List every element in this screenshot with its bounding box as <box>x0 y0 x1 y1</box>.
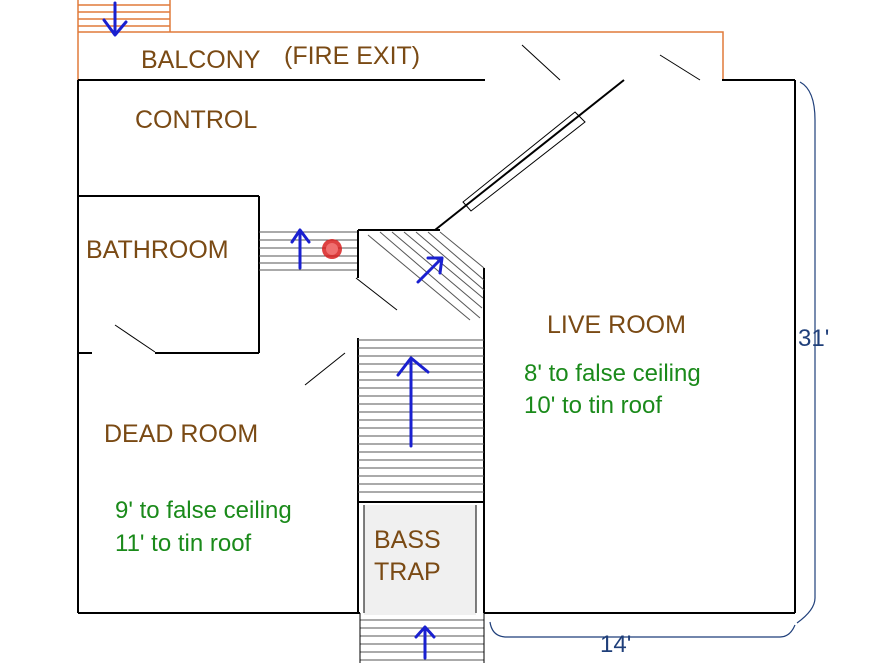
dead-room-note-line2: 11' to tin roof <box>115 530 252 557</box>
arrow-down-icon <box>102 1 128 37</box>
arrow-up-icon <box>414 625 436 660</box>
main-stairs <box>358 339 484 503</box>
balcony-stairs <box>78 0 171 32</box>
balcony-label: BALCONY <box>141 46 261 74</box>
bass-trap-label-line2: TRAP <box>374 558 441 586</box>
live-room-note-line2: 10' to tin roof <box>524 392 662 419</box>
bathroom-walls <box>78 195 260 354</box>
arrow-diagonal-icon <box>416 256 444 284</box>
entrance-stairs <box>359 613 485 663</box>
bass-trap-label-line1: BASS <box>374 526 441 554</box>
hallway-stairs <box>259 231 358 271</box>
diagonal-stairs <box>367 231 485 321</box>
height-dimension-label: 31' <box>798 325 829 352</box>
arrow-up-icon <box>396 356 430 448</box>
fire-exit-label: (FIRE EXIT) <box>284 42 420 70</box>
outer-walls <box>77 79 796 614</box>
top-door-swings <box>521 44 701 81</box>
live-room-note-line1: 8' to false ceiling <box>524 360 701 387</box>
dead-room-label: DEAD ROOM <box>104 420 258 448</box>
live-room-label: LIVE ROOM <box>547 311 686 339</box>
height-dimension-line <box>796 81 816 624</box>
fire-extinguisher-marker <box>322 239 342 259</box>
control-diagonal-wall <box>434 79 625 231</box>
width-dimension-line <box>489 621 796 638</box>
bathroom-label: BATHROOM <box>86 236 229 264</box>
dead-room-note-line1: 9' to false ceiling <box>115 497 292 524</box>
bass-trap-box <box>363 505 477 615</box>
control-label: CONTROL <box>135 106 257 134</box>
arrow-up-icon <box>290 228 311 270</box>
width-dimension-label: 14' <box>600 631 631 658</box>
